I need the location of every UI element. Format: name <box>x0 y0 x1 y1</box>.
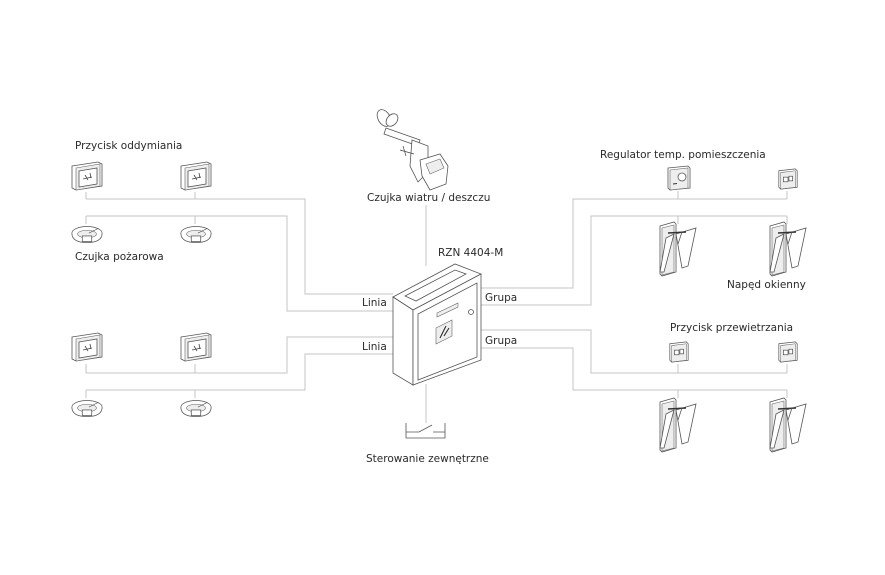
wires <box>85 191 788 423</box>
vent-button-device <box>669 341 689 363</box>
fire-detector-device <box>71 226 103 243</box>
smoke-button-device <box>71 161 103 191</box>
wire-group-1-drives <box>481 215 788 306</box>
label-smoke-button: Przycisk oddymiania <box>75 140 182 152</box>
window-drive-device <box>659 221 697 277</box>
window-drive-device <box>769 221 807 277</box>
fire-detector-device <box>180 226 212 243</box>
smoke-button-device <box>180 161 212 191</box>
label-group-1: Grupa <box>485 292 517 304</box>
wire-line-2 <box>85 336 393 374</box>
wire-group-2-buttons <box>481 329 788 374</box>
wire-group-1-regulators <box>481 191 788 289</box>
external-control-switch <box>405 423 446 439</box>
wire-line-2-detectors <box>85 353 393 398</box>
label-vent-button: Przycisk przewietrzania <box>670 322 793 334</box>
vent-button-device <box>778 341 798 363</box>
label-line-1: Linia <box>362 297 387 309</box>
label-wind-rain-sensor: Czujka wiatru / deszczu <box>367 192 490 204</box>
wire-group-2-drives <box>481 347 788 398</box>
temp-regulator-device <box>667 165 691 191</box>
window-drive-device <box>769 397 807 453</box>
wire-line-1-detectors <box>85 215 393 312</box>
switch-device <box>778 168 798 190</box>
label-controller: RZN 4404-M <box>438 247 503 259</box>
wind-rain-sensor-device <box>376 109 449 191</box>
fire-detector-device <box>71 400 103 417</box>
wire-line-1 <box>85 192 393 295</box>
smoke-button-device <box>180 332 212 362</box>
window-drive-device <box>659 397 697 453</box>
smoke-button-device <box>71 332 103 362</box>
fire-detector-device <box>180 400 212 417</box>
label-room-temp-regulator: Regulator temp. pomieszczenia <box>600 149 766 161</box>
label-fire-detector: Czujka pożarowa <box>75 251 164 263</box>
label-external-control: Sterowanie zewnętrzne <box>366 453 489 465</box>
controller-box <box>392 263 482 386</box>
label-line-2: Linia <box>362 341 387 353</box>
label-group-2: Grupa <box>485 335 517 347</box>
label-window-drive: Napęd okienny <box>727 279 806 291</box>
